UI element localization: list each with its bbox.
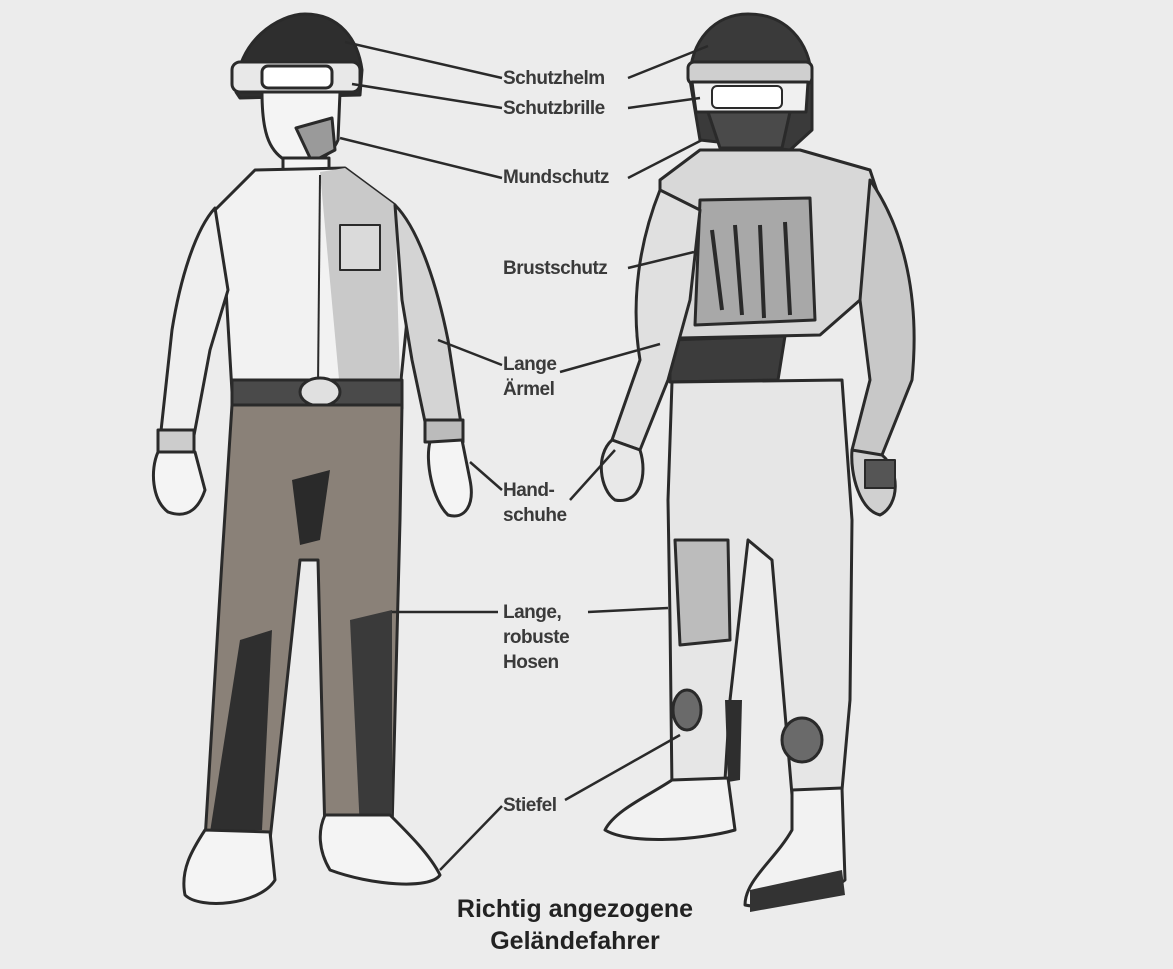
left-hand-r xyxy=(428,440,471,516)
left-sleeve-l xyxy=(160,208,228,446)
leader-goggles-right xyxy=(628,98,700,108)
caption-line-2: Geländefahrer xyxy=(380,925,770,957)
caption: Richtig angezogene Geländefahrer xyxy=(380,893,770,957)
leader-boots-left xyxy=(440,806,502,870)
right-boot-l xyxy=(605,778,735,839)
left-shoe-l xyxy=(184,830,275,903)
right-figure xyxy=(601,14,914,912)
left-shoe-r xyxy=(320,815,440,884)
right-chinguard xyxy=(708,112,790,148)
leader-mouth-left xyxy=(340,138,502,178)
leader-gloves-left xyxy=(470,462,502,490)
leader-pants-right xyxy=(588,608,668,612)
label-long-sleeves: Lange Ärmel xyxy=(503,352,556,402)
label-mouth-guard: Mundschutz xyxy=(503,165,609,190)
caption-line-1: Richtig angezogene xyxy=(380,893,770,925)
left-figure xyxy=(153,14,471,903)
right-glove-l xyxy=(601,440,643,501)
right-kidney-belt xyxy=(670,336,785,382)
leader-helmet-left xyxy=(345,42,502,78)
label-helmet: Schutzhelm xyxy=(503,66,605,91)
left-hand-l xyxy=(153,452,205,514)
label-long-pants: Lange, robuste Hosen xyxy=(503,600,569,675)
label-boots: Stiefel xyxy=(503,793,557,818)
leader-goggles-left xyxy=(352,84,502,108)
left-sleeve-r xyxy=(395,205,462,436)
label-chest-protector: Brustschutz xyxy=(503,256,607,281)
label-gloves: Hand- schuhe xyxy=(503,478,567,528)
label-goggles: Schutzbrille xyxy=(503,96,605,121)
